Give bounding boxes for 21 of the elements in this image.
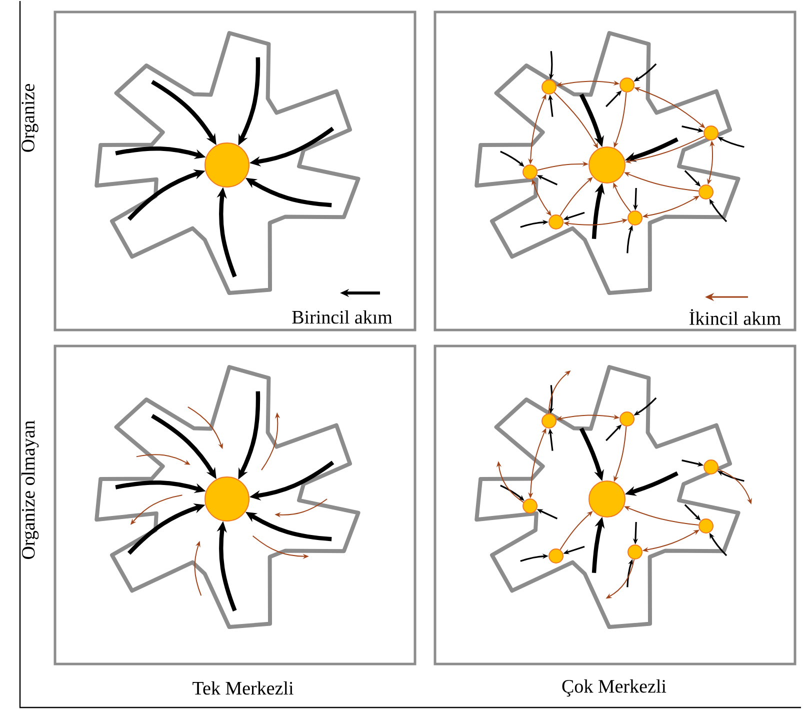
sub-center-circle bbox=[522, 164, 538, 180]
center-circle bbox=[204, 476, 250, 522]
row-label: Organize olmayan bbox=[21, 420, 39, 559]
column-label: Tek Merkezli bbox=[192, 681, 294, 695]
sub-center-circle bbox=[522, 498, 538, 514]
legend-text: Birincil akım bbox=[292, 310, 392, 324]
center-circle bbox=[588, 146, 626, 184]
legend-text: İkincil akım bbox=[690, 309, 781, 325]
column-label: Çok Merkezli bbox=[562, 679, 666, 697]
row-label: Organize bbox=[22, 84, 38, 152]
center-circle bbox=[588, 480, 626, 518]
center-circle bbox=[204, 142, 250, 188]
sub-center-circle bbox=[698, 518, 714, 534]
sub-center-circle bbox=[628, 544, 642, 560]
sub-center-circle bbox=[548, 548, 564, 564]
sub-center-circle bbox=[620, 78, 634, 92]
sub-center-circle bbox=[698, 184, 714, 200]
sub-center-circle bbox=[704, 460, 718, 474]
sub-center-circle bbox=[542, 414, 556, 428]
sub-center-circle bbox=[620, 412, 634, 426]
sub-center-circle bbox=[542, 80, 556, 94]
